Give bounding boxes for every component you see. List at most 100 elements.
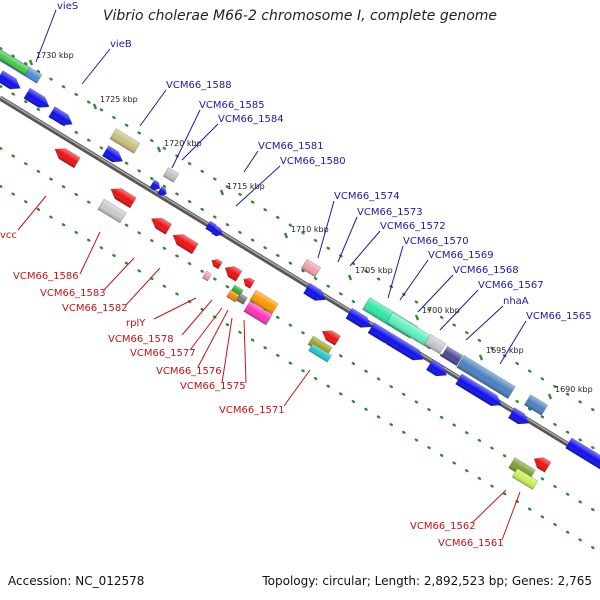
tick-dot [86, 138, 91, 142]
tick-dot [376, 415, 381, 419]
tick-dot [36, 107, 41, 111]
forward-gene-arrow [23, 87, 50, 108]
forward-gene-arrow [345, 307, 372, 328]
tick-dot [402, 430, 406, 434]
gene-label-vcm66-1574: VCM66_1574 [334, 191, 400, 202]
gene-label-vcm66-1562: VCM66_1562 [410, 521, 476, 532]
tick-dot [313, 276, 318, 281]
tick-dot [86, 200, 91, 204]
tick-dot [540, 477, 545, 481]
tick-dot [200, 169, 205, 173]
tick-dot [74, 230, 79, 235]
forward-gene-arrow [101, 145, 123, 163]
tick-dot [11, 92, 16, 96]
leader-line [439, 289, 479, 331]
leader-line [349, 230, 381, 267]
gene-label-vcm66-1572: VCM66_1572 [380, 221, 446, 232]
tick-dot [61, 85, 66, 89]
tick-dot [99, 146, 104, 150]
tick-dot [376, 277, 381, 281]
tick-dot [565, 392, 570, 396]
tick-dot [490, 484, 494, 488]
tick-dot [24, 100, 28, 104]
tick-dot [74, 92, 79, 97]
tick-dot [49, 77, 53, 81]
tick-dot [402, 392, 406, 396]
tick-dot [124, 123, 129, 127]
tick-dot [36, 207, 41, 211]
tick-dot [149, 177, 154, 181]
gene-block [300, 258, 322, 278]
gene-label-vcm66-1580: VCM66_1580 [280, 156, 346, 167]
tick-dot [250, 338, 255, 342]
gene-label-vcm66-1570: VCM66_1570 [403, 236, 469, 247]
leader-line [317, 200, 335, 259]
tick-dot [414, 400, 419, 404]
leader-line [189, 307, 223, 351]
tick-dot [389, 385, 393, 389]
tick-dot [502, 492, 507, 496]
label-leader-lines [17, 9, 527, 541]
leader-line [171, 109, 201, 169]
leader-line [81, 48, 111, 85]
tick-dot [99, 246, 104, 250]
leader-line [35, 9, 57, 63]
tick-dot [364, 369, 368, 373]
kbp-label: 1715 kbp [227, 182, 265, 191]
tick-dot [591, 408, 595, 412]
tick-dot [162, 184, 167, 188]
tick-dot [212, 277, 217, 281]
tick-dot [452, 423, 456, 427]
major-tick [92, 103, 98, 110]
tick-dot [11, 154, 16, 158]
tick-dot [187, 262, 192, 266]
leader-line [221, 317, 233, 384]
tick-dot [301, 369, 305, 373]
tick-dot [427, 408, 431, 412]
gene-label-vies: vieS [57, 1, 78, 12]
leader-line [471, 489, 507, 524]
gene-label-vcm66-1575: VCM66_1575 [180, 381, 246, 392]
tick-dot [376, 377, 381, 381]
gene-label-vcm66-1582: VCM66_1582 [62, 303, 128, 314]
tick-dot [540, 415, 545, 419]
reverse-gene-arrow [110, 188, 137, 209]
gene-block [523, 394, 549, 416]
tick-dot [414, 300, 419, 304]
gene-label-vcm66-1588: VCM66_1588 [166, 80, 232, 91]
tick-dot [137, 231, 142, 235]
forward-gene-arrow [565, 437, 600, 471]
tick-dot [351, 400, 356, 404]
tick-dot [263, 346, 267, 350]
gene-label-vcm66-1581: VCM66_1581 [258, 141, 324, 152]
tick-dot [61, 185, 66, 189]
tick-dot [212, 177, 217, 181]
forward-gene-arrow [149, 179, 161, 191]
forward-gene-arrow [385, 333, 424, 361]
leader-line [499, 320, 527, 365]
map-title: Vibrio cholerae M66-2 chromosome I, comp… [102, 8, 498, 24]
major-tick [219, 189, 225, 196]
tick-dot [99, 108, 104, 112]
tick-dot [175, 292, 179, 296]
forward-gene-arrow [0, 70, 21, 90]
tick-dot [326, 284, 330, 288]
major-tick [478, 354, 484, 361]
tick-dot [74, 192, 79, 197]
gene-block [243, 300, 273, 326]
tick-dot [24, 62, 28, 66]
gene-label-vcm66-1576: VCM66_1576 [156, 366, 222, 377]
tick-dot [540, 377, 545, 381]
tick-dot [200, 207, 205, 211]
tick-dot [553, 422, 557, 427]
gene-block [226, 289, 240, 303]
leader-line [417, 274, 454, 313]
tick-dot [86, 100, 91, 104]
tick-dot [528, 507, 532, 511]
tick-dot [540, 515, 545, 519]
tick-dot [439, 415, 444, 419]
reverse-gene-arrow [321, 330, 341, 346]
tick-dot [553, 484, 557, 489]
tick-dot [162, 146, 167, 150]
leader-line [243, 319, 247, 384]
